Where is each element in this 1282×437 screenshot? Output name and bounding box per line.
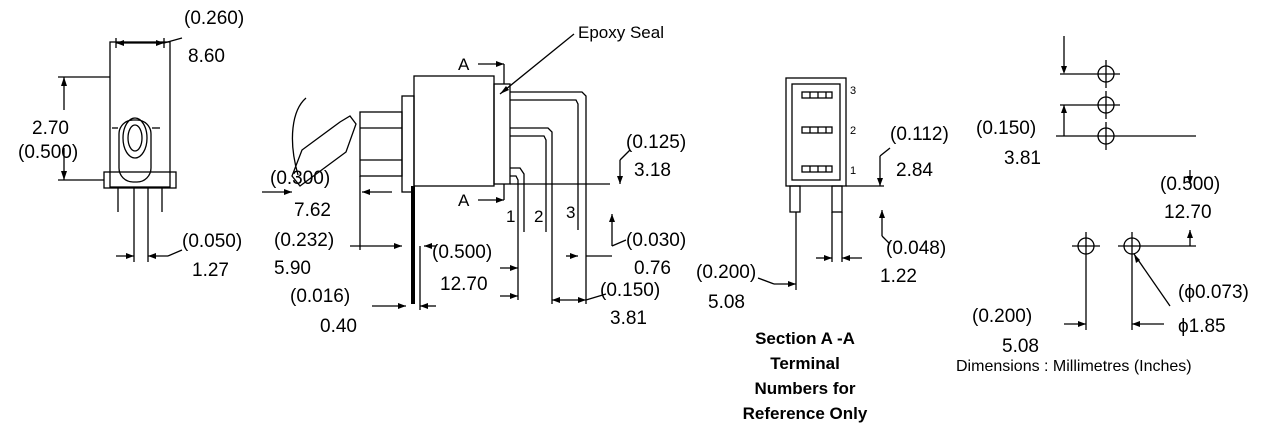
section-contact-1 bbox=[801, 165, 833, 173]
dim-terminal-drop-mm: 3.18 bbox=[634, 160, 671, 181]
section-body bbox=[785, 77, 847, 187]
pcb-hole-layout bbox=[1056, 36, 1196, 330]
front-view-body bbox=[109, 41, 171, 188]
dim-terminal-gap-mm: 0.76 bbox=[634, 258, 671, 279]
section-caption: Section A -A Terminal Numbers for Refere… bbox=[720, 326, 890, 426]
toggle-swing-arc bbox=[291, 97, 307, 176]
dim-section-width-mm: 5.08 bbox=[708, 292, 745, 313]
hole-row-right bbox=[1118, 232, 1146, 260]
section-contact-3 bbox=[801, 91, 833, 99]
dim-terminal-gap-in: (0.030) bbox=[626, 230, 686, 251]
label-section-terminal-1: 1 bbox=[850, 165, 856, 177]
label-terminal-3: 3 bbox=[566, 203, 575, 222]
dim-width-in: (0.260) bbox=[184, 8, 244, 29]
dim-section-width-in: (0.200) bbox=[696, 262, 756, 283]
toggle-lever bbox=[291, 115, 357, 187]
toggle-lever-outline bbox=[118, 119, 152, 183]
switch-housing bbox=[413, 75, 495, 187]
hole-row-left bbox=[1072, 232, 1100, 260]
dim-hole-row-pitch-in: (0.200) bbox=[972, 306, 1032, 327]
dim-terminal-pitch-mm: 3.81 bbox=[610, 308, 647, 329]
dim-toggle-offset-in: (0.300) bbox=[270, 168, 330, 189]
label-terminal-2: 2 bbox=[534, 207, 543, 226]
section-caption-line-2: Terminal bbox=[770, 354, 840, 373]
toggle-bat bbox=[122, 117, 148, 159]
dim-bushing-in: (0.232) bbox=[274, 230, 334, 251]
front-view bbox=[58, 37, 183, 262]
epoxy-seal-block bbox=[493, 83, 511, 185]
dim-section-height-mm: 2.84 bbox=[896, 160, 933, 181]
toggle-bat-inner bbox=[127, 124, 143, 152]
label-section-terminal-2: 2 bbox=[850, 125, 856, 137]
terminal-2-lead bbox=[510, 127, 553, 232]
label-section-terminal-3: 3 bbox=[850, 85, 856, 97]
section-contact-2 bbox=[801, 126, 833, 134]
section-a-a-view bbox=[757, 77, 891, 290]
dim-terminal-drop-in: (0.125) bbox=[626, 132, 686, 153]
dim-height-mm: 2.70 bbox=[32, 118, 69, 139]
dim-hole-diameter-mm: ϕ1.85 bbox=[1178, 316, 1226, 337]
terminal-1-lead bbox=[510, 167, 525, 232]
dim-section-height-in: (0.112) bbox=[890, 124, 949, 145]
dim-height-in: (0.500) bbox=[18, 142, 78, 163]
bushing bbox=[359, 111, 403, 177]
terminal-3-lead bbox=[510, 91, 587, 230]
dim-toggle-offset-mm: 7.62 bbox=[294, 200, 331, 221]
hole-middle bbox=[1092, 91, 1120, 119]
hole-bottom bbox=[1092, 122, 1120, 150]
dim-pin-thickness-mm: 0.40 bbox=[320, 316, 357, 337]
dim-terminal-pitch-in: (0.150) bbox=[600, 280, 660, 301]
section-pin-right bbox=[831, 185, 843, 213]
side-view bbox=[262, 33, 631, 310]
mounting-flange bbox=[401, 95, 415, 193]
section-pin-left bbox=[789, 185, 801, 213]
front-view-base bbox=[103, 171, 177, 189]
units-note: Dimensions : Millimetres (Inches) bbox=[956, 358, 1192, 375]
dim-pin-pitch-in: (0.050) bbox=[182, 231, 242, 252]
dim-row-spacing-mm: 12.70 bbox=[1164, 202, 1212, 223]
dim-section-pin-mm: 1.22 bbox=[880, 266, 917, 287]
label-epoxy-seal: Epoxy Seal bbox=[578, 23, 664, 42]
dim-hole-row-pitch-mm: 5.08 bbox=[1002, 336, 1039, 357]
dim-hole-diameter-in: (ϕ0.073) bbox=[1178, 282, 1249, 303]
hole-top bbox=[1092, 60, 1120, 88]
dim-terminal-length-mm: 12.70 bbox=[440, 274, 488, 295]
label-terminal-1: 1 bbox=[506, 207, 515, 226]
dim-hole-pitch-mm: 3.81 bbox=[1004, 148, 1041, 169]
dim-hole-pitch-in: (0.150) bbox=[976, 118, 1036, 139]
dim-terminal-length-in: (0.500) bbox=[432, 242, 492, 263]
dim-pin-pitch-mm: 1.27 bbox=[192, 260, 229, 281]
dim-pin-thickness-in: (0.016) bbox=[290, 286, 350, 307]
section-caption-line-4: Reference Only bbox=[742, 404, 868, 423]
label-section-marker-bottom: A bbox=[458, 191, 470, 210]
dim-bushing-mm: 5.90 bbox=[274, 258, 311, 279]
dim-width-mm: 8.60 bbox=[188, 46, 225, 67]
section-caption-line-1: Section A -A bbox=[755, 329, 855, 348]
dim-row-spacing-in: (0.500) bbox=[1160, 174, 1220, 195]
label-section-marker-top: A bbox=[458, 55, 470, 74]
section-caption-line-3: Numbers for bbox=[754, 379, 856, 398]
dim-section-pin-in: (0.048) bbox=[886, 238, 946, 259]
dimension-labels: (0.260) 8.60 2.70 (0.500) (0.050) 1.27 E… bbox=[18, 8, 1249, 357]
